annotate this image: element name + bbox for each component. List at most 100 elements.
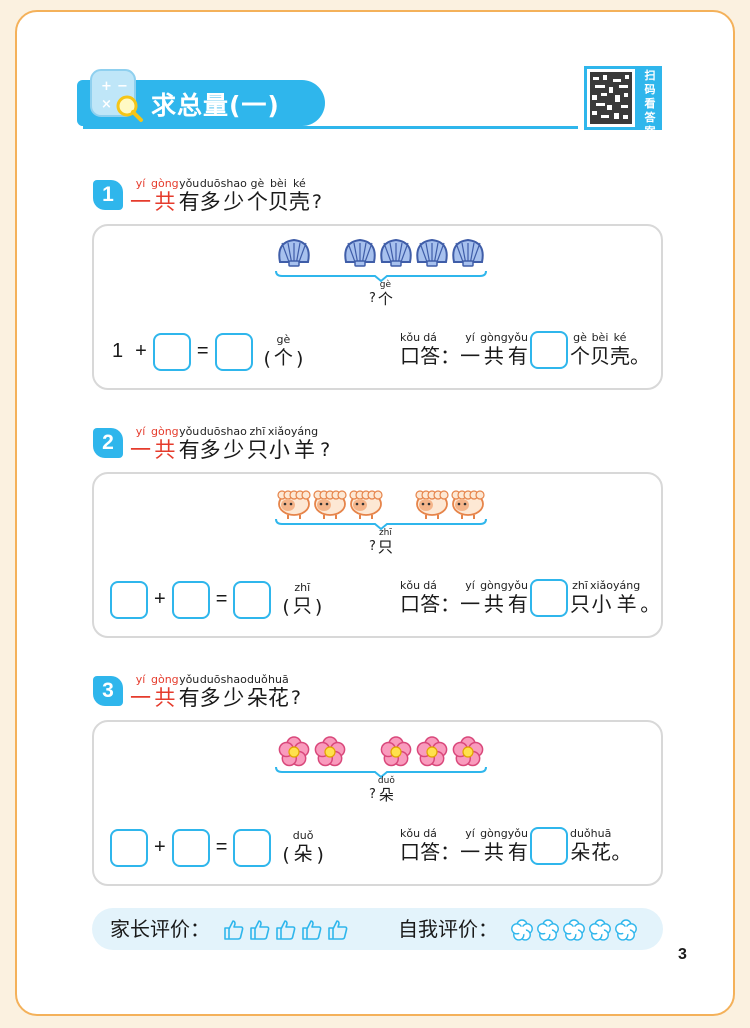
pinyin: yǒu [507,579,528,592]
flower-outline-icon[interactable] [536,918,560,942]
pinyin: yǒu [179,177,200,190]
addend-box[interactable] [152,333,191,371]
colon: ： [440,344,461,368]
thumbs-up-icon[interactable] [248,918,272,942]
qr-caption-char: 案 [644,125,656,138]
hanzi: 多 [199,438,221,462]
addend-box[interactable] [110,581,148,619]
pinyin: yáng [290,425,319,438]
hanzi: 共 [154,686,176,710]
pinyin: gè [573,331,587,344]
problem-number-badge: 1 [93,180,123,210]
hanzi: 贝 [267,190,289,214]
flower-outline-icon[interactable] [588,918,612,942]
thumbs-up-icon[interactable] [300,918,324,942]
pinyin: gòng [151,673,179,686]
hanzi: 壳 [288,190,310,214]
flower-outline-icon[interactable] [510,918,534,942]
thumbs-up-icon[interactable] [222,918,246,942]
qr-code-block[interactable]: 扫 码 看 答 案 [584,66,662,138]
pinyin: ké [292,177,306,190]
hanzi: 羊 [616,592,637,616]
hanzi: 共 [483,344,504,368]
pinyin: kǒu [400,331,421,344]
pinyin: yǒu [179,673,200,686]
pinyin: xiǎo [267,425,291,438]
sum-box[interactable] [233,829,272,867]
sum-box[interactable] [233,581,272,619]
thumbs-up-icon[interactable] [326,918,350,942]
shell-icon [452,238,484,267]
hanzi: 有 [178,190,200,214]
hanzi: 多 [199,190,221,214]
addend-box[interactable] [171,829,210,867]
answer-box[interactable] [529,579,568,617]
answer-box[interactable] [529,331,568,369]
colon: ： [440,592,461,616]
svg-text:+: + [101,79,112,94]
flower-outline-icon[interactable] [614,918,638,942]
qr-caption-char: 答 [644,111,656,124]
flower-outline-icon[interactable] [562,918,586,942]
question-mark: ? [320,439,331,461]
shell-icon [380,238,412,267]
parent-rating [222,918,350,942]
addend-box[interactable] [171,581,210,619]
shell-icon [344,238,376,267]
hanzi: 共 [154,438,176,462]
pinyin: duǒ [569,827,591,840]
pinyin: huā [590,827,612,840]
hanzi: 答 [420,344,441,368]
hanzi: 口 [400,840,421,864]
equals-sign: = [196,340,209,362]
pinyin: duō [199,673,221,686]
pinyin: bèi [591,331,609,344]
pinyin: yǒu [507,827,528,840]
sum-box[interactable] [214,333,253,371]
paren-open: ( [282,596,290,618]
picture-group [275,736,487,779]
pinyin: dá [423,827,437,840]
plus-sign: + [154,836,166,858]
colon: ： [440,840,461,864]
hanzi: 个 [569,344,590,368]
pinyin: yí [135,177,146,190]
hanzi: 一 [460,840,481,864]
hanzi: 有 [507,344,528,368]
thumbs-up-icon[interactable] [274,918,298,942]
shell-icon [278,238,310,267]
answer-box[interactable] [529,827,568,865]
problem-number-badge: 3 [93,676,123,706]
addend-box[interactable] [110,829,148,867]
